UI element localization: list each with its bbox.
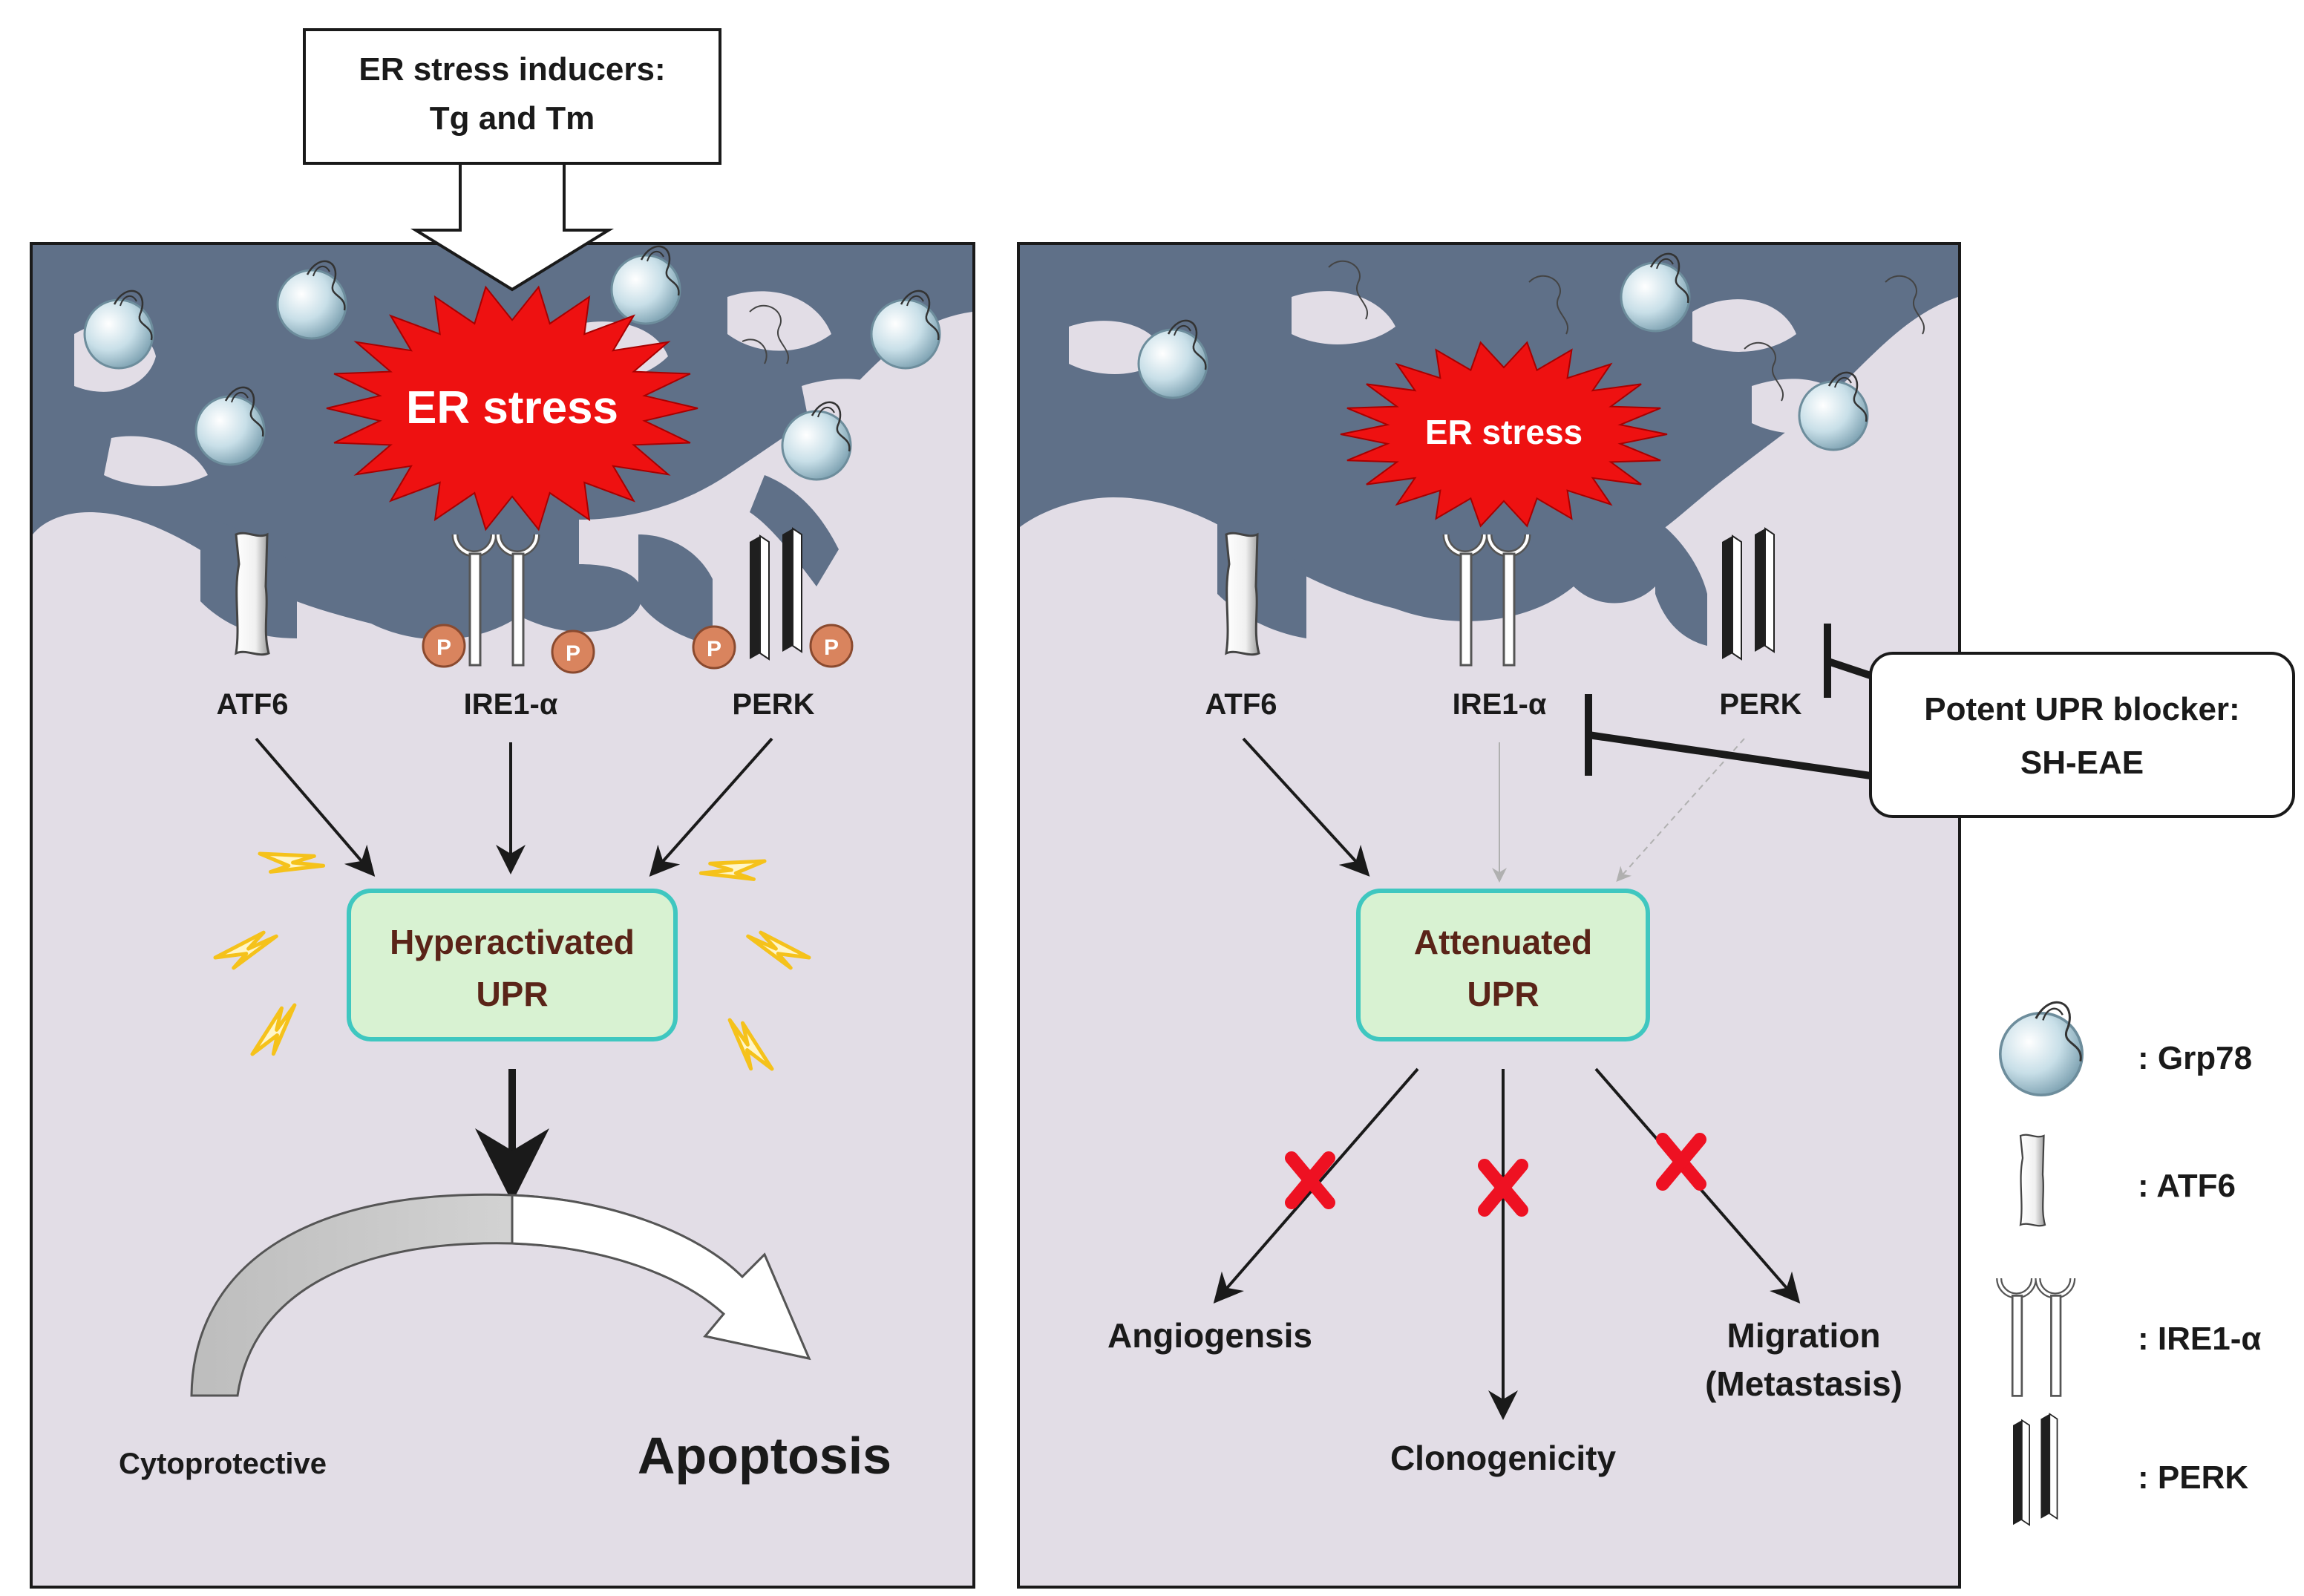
left-perk-label: PERK: [732, 688, 814, 721]
right-atf6-receptor: [1225, 532, 1260, 656]
clonogenicity-label: Clonogenicity: [1390, 1439, 1617, 1477]
hyperactivated-upr-box: Hyperactivated UPR: [347, 889, 678, 1041]
left-atf6-label: ATF6: [216, 688, 288, 721]
cytoprotective-label: Cytoprotective: [119, 1448, 327, 1480]
atf6-to-upr-arrow: [1242, 737, 1370, 877]
blocked-x-icon: [1656, 1133, 1706, 1191]
inducer-text-line1: ER stress inducers:: [359, 51, 665, 88]
er-stress-starburst: [326, 285, 698, 532]
blocker-to-perk-inhibitor: [1824, 657, 1872, 679]
right-misfolded-proteins: [1328, 260, 1925, 402]
legend-grp78-icon: [1999, 1001, 2084, 1096]
phospho-icon: P: [551, 629, 595, 674]
phospho-label: P: [707, 637, 721, 661]
upr-blocker-callout: Potent UPR blocker: SH-EAE: [1869, 652, 2295, 818]
left-atf6-receptor: [235, 532, 270, 656]
left-panel: ER stress P P P P ATF6 IRE1-α PERK: [30, 162, 975, 1589]
hyperactivated-upr-line1: Hyperactivated: [390, 923, 635, 961]
legend-ire1-icon: [1999, 1278, 2072, 1396]
perk-to-upr-faint-arrow: [1616, 738, 1745, 882]
left-phospho-groups: P P P P: [422, 624, 854, 674]
phospho-icon: P: [422, 624, 466, 668]
phospho-icon: P: [692, 625, 736, 670]
legend-atf6-label: : ATF6: [2138, 1168, 2236, 1204]
right-perk-label: PERK: [1719, 688, 1801, 721]
angiogenesis-label: Angiogensis: [1107, 1316, 1312, 1355]
phospho-label: P: [566, 641, 580, 666]
right-panel: ER stress ATF6 IRE1-α PERK Potent UPR bl…: [1017, 242, 2295, 1589]
inducer-arrow: [410, 162, 615, 292]
attenuated-upr-line1: Attenuated: [1414, 923, 1592, 961]
right-er-stress-label: ER stress: [1425, 413, 1583, 451]
blocker-text-line2: SH-EAE: [2020, 745, 2144, 781]
left-signal-arrows: [255, 737, 773, 877]
legend-ire1-label: : IRE1-α: [2138, 1321, 2261, 1357]
right-signal-arrows: [1242, 737, 1745, 883]
legend-perk-icon: [2012, 1413, 2058, 1526]
right-atf6-label: ATF6: [1205, 688, 1277, 721]
phospho-label: P: [824, 635, 839, 660]
blocked-x-icon: [1478, 1159, 1528, 1217]
blocker-inhibition-lines: [1585, 624, 1872, 779]
inducer-text-line2: Tg and Tm: [430, 100, 595, 137]
left-er-stress-burst: ER stress: [326, 285, 698, 532]
right-er-stress-burst: ER stress: [1340, 341, 1668, 528]
hyperactivated-upr-line2: UPR: [476, 975, 548, 1013]
phospho-label: P: [436, 635, 451, 660]
right-ire1-label: IRE1-α: [1453, 688, 1547, 721]
er-stress-inducer-callout: ER stress inducers: Tg and Tm: [303, 28, 721, 165]
attenuated-upr-box: Attenuated UPR: [1356, 889, 1650, 1041]
phospho-icon: P: [809, 624, 854, 668]
blocker-box: [1869, 652, 2295, 818]
blocker-text-line1: Potent UPR blocker:: [1924, 691, 2239, 727]
migration-label: Migration: [1727, 1316, 1881, 1355]
legend-atf6-icon: [2019, 1134, 2046, 1227]
metastasis-label: (Metastasis): [1705, 1364, 1902, 1403]
left-ire1-label: IRE1-α: [464, 688, 558, 721]
left-misfolded-proteins: [742, 304, 789, 364]
blocked-x-icon: [1285, 1151, 1335, 1209]
legend: : Grp78 : ATF6 : IRE1-α : PERK: [1999, 1001, 2261, 1526]
attenuated-upr-line2: UPR: [1467, 975, 1539, 1013]
blocker-to-ire1-inhibitor: [1588, 731, 1871, 779]
atf6-to-upr-arrow: [255, 737, 376, 877]
legend-grp78-label: : Grp78: [2138, 1040, 2252, 1076]
apoptosis-label: Apoptosis: [638, 1427, 891, 1485]
er-stress-starburst: [1340, 341, 1668, 528]
perk-to-upr-arrow: [649, 737, 773, 877]
legend-perk-label: : PERK: [2138, 1459, 2248, 1496]
cytoprotective-to-apoptosis-arrow: [190, 1193, 811, 1397]
blocked-marks: [1285, 1133, 1706, 1217]
inducer-box: [303, 28, 721, 165]
left-er-stress-label: ER stress: [406, 382, 618, 434]
